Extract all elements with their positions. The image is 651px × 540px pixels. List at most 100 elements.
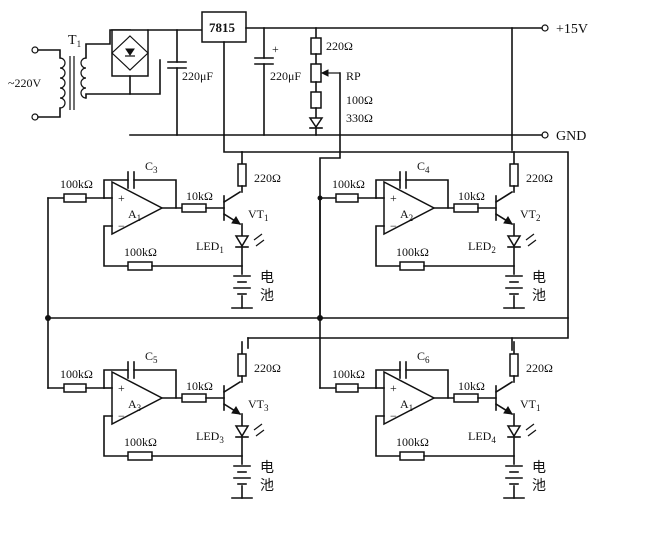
divider-r-top: 220Ω: [326, 39, 353, 53]
integrator-cap-label: C4: [417, 159, 430, 175]
integrator-cap-label: C5: [145, 349, 158, 365]
channel-4: 100kΩ + −A1 C6 10kΩ 100kΩ VT1 220Ω LED4 电池: [319, 341, 553, 499]
ac-terminal-top: [31, 46, 39, 54]
op-amp: [383, 370, 436, 426]
integrator-cap-label: C3: [145, 159, 158, 175]
collector-resistor-value: 220Ω: [254, 171, 281, 185]
base-resistor: [181, 393, 207, 403]
led: [506, 235, 522, 248]
battery-label-1: 电: [532, 460, 546, 476]
input-resistor: [335, 383, 359, 393]
collector-resistor: [509, 353, 519, 377]
bridge-rectifier: [111, 29, 149, 77]
battery-label-1: 电: [260, 460, 274, 476]
op-amp: [111, 180, 164, 236]
collector-resistor-value: 220Ω: [254, 361, 281, 375]
transformer-label: T1: [68, 33, 81, 49]
base-resistor-value: 10kΩ: [186, 379, 213, 393]
channel-1: 100kΩ + −A1 C3 10kΩ 100kΩ VT1 220Ω LED1 电池: [47, 151, 281, 309]
battery-label-2: 池: [532, 288, 546, 304]
op-amp: [111, 370, 164, 426]
feedback-resistor: [127, 261, 153, 271]
led-label: LED3: [196, 429, 224, 445]
led-label: LED4: [468, 429, 496, 445]
op-amp-label: A3: [128, 397, 142, 413]
feedback-resistor: [399, 451, 425, 461]
battery-label-2: 池: [532, 478, 546, 494]
gnd-terminal: [541, 131, 549, 139]
feedback-resistor-value: 100kΩ: [396, 245, 429, 259]
integrator-cap-label: C6: [417, 349, 430, 365]
svg-text:+: +: [118, 381, 125, 395]
ac-input-label: ~220V: [8, 76, 41, 90]
regulator-7815: 7815: [201, 11, 247, 43]
battery-label-2: 池: [260, 288, 274, 304]
op-amp-label: A1: [128, 207, 141, 223]
transistor-label: VT1: [248, 207, 269, 223]
feedback-resistor-value: 100kΩ: [124, 435, 157, 449]
battery-label-1: 电: [260, 270, 274, 286]
input-resistor-value: 100kΩ: [60, 367, 93, 381]
svg-text:+: +: [118, 191, 125, 205]
base-resistor: [181, 203, 207, 213]
led-label: LED2: [468, 239, 496, 255]
feedback-resistor-value: 100kΩ: [124, 245, 157, 259]
rp-value: 100Ω: [346, 93, 373, 107]
collector-resistor: [509, 163, 519, 187]
feedback-resistor: [127, 451, 153, 461]
base-resistor: [453, 393, 479, 403]
led: [506, 425, 522, 438]
input-capacitor: 220μF: [167, 29, 213, 136]
input-resistor: [63, 383, 87, 393]
input-resistor-value: 100kΩ: [332, 367, 365, 381]
vplus-terminal: [541, 24, 549, 32]
transistor-label: VT1: [520, 397, 541, 413]
power-supply: ~220V T1 220μF: [8, 11, 588, 319]
collector-resistor-value: 220Ω: [526, 171, 553, 185]
input-resistor-value: 100kΩ: [332, 177, 365, 191]
input-resistor-value: 100kΩ: [60, 177, 93, 191]
transistor-label: VT2: [520, 207, 541, 223]
collector-resistor: [237, 163, 247, 187]
battery-label-2: 池: [260, 478, 274, 494]
collector-resistor-value: 220Ω: [526, 361, 553, 375]
ac-terminal-bottom: [31, 113, 39, 121]
led-label: LED1: [196, 239, 224, 255]
channel-3: 100kΩ + −A3 C5 10kΩ 100kΩ VT3 220Ω LED3 电池: [47, 341, 281, 499]
battery-label-1: 电: [532, 270, 546, 286]
led: [234, 235, 250, 248]
op-amp-label: A1: [400, 397, 413, 413]
collector-resistor: [237, 353, 247, 377]
reference-divider: 220Ω RP 100Ω 330Ω: [308, 27, 373, 319]
svg-text:+: +: [390, 381, 397, 395]
rp-label: RP: [346, 69, 361, 83]
regulator-label: 7815: [209, 20, 236, 35]
output-cap-value: 220μF: [270, 69, 301, 83]
svg-text:−: −: [390, 409, 397, 423]
transformer: T1: [59, 33, 87, 110]
op-amp-label: A2: [400, 207, 413, 223]
input-cap-value: 220μF: [182, 69, 213, 83]
op-amp: [383, 180, 436, 236]
svg-text:−: −: [118, 219, 125, 233]
input-resistor: [335, 193, 359, 203]
vplus-label: +15V: [556, 22, 588, 37]
svg-text:+: +: [272, 42, 279, 56]
base-resistor-value: 10kΩ: [186, 189, 213, 203]
output-capacitor: + 220μF: [254, 27, 301, 136]
feedback-resistor: [399, 261, 425, 271]
gnd-label: GND: [556, 129, 586, 144]
svg-text:−: −: [118, 409, 125, 423]
base-resistor-value: 10kΩ: [458, 379, 485, 393]
transistor-label: VT3: [248, 397, 269, 413]
base-resistor: [453, 203, 479, 213]
feedback-resistor-value: 100kΩ: [396, 435, 429, 449]
svg-text:−: −: [390, 219, 397, 233]
divider-r-bottom: 330Ω: [346, 111, 373, 125]
charging-channels: 100kΩ+−A1C310kΩ100kΩVT1220ΩLED1电池100kΩ+−…: [47, 151, 553, 499]
led: [234, 425, 250, 438]
input-resistor: [63, 193, 87, 203]
svg-text:+: +: [390, 191, 397, 205]
